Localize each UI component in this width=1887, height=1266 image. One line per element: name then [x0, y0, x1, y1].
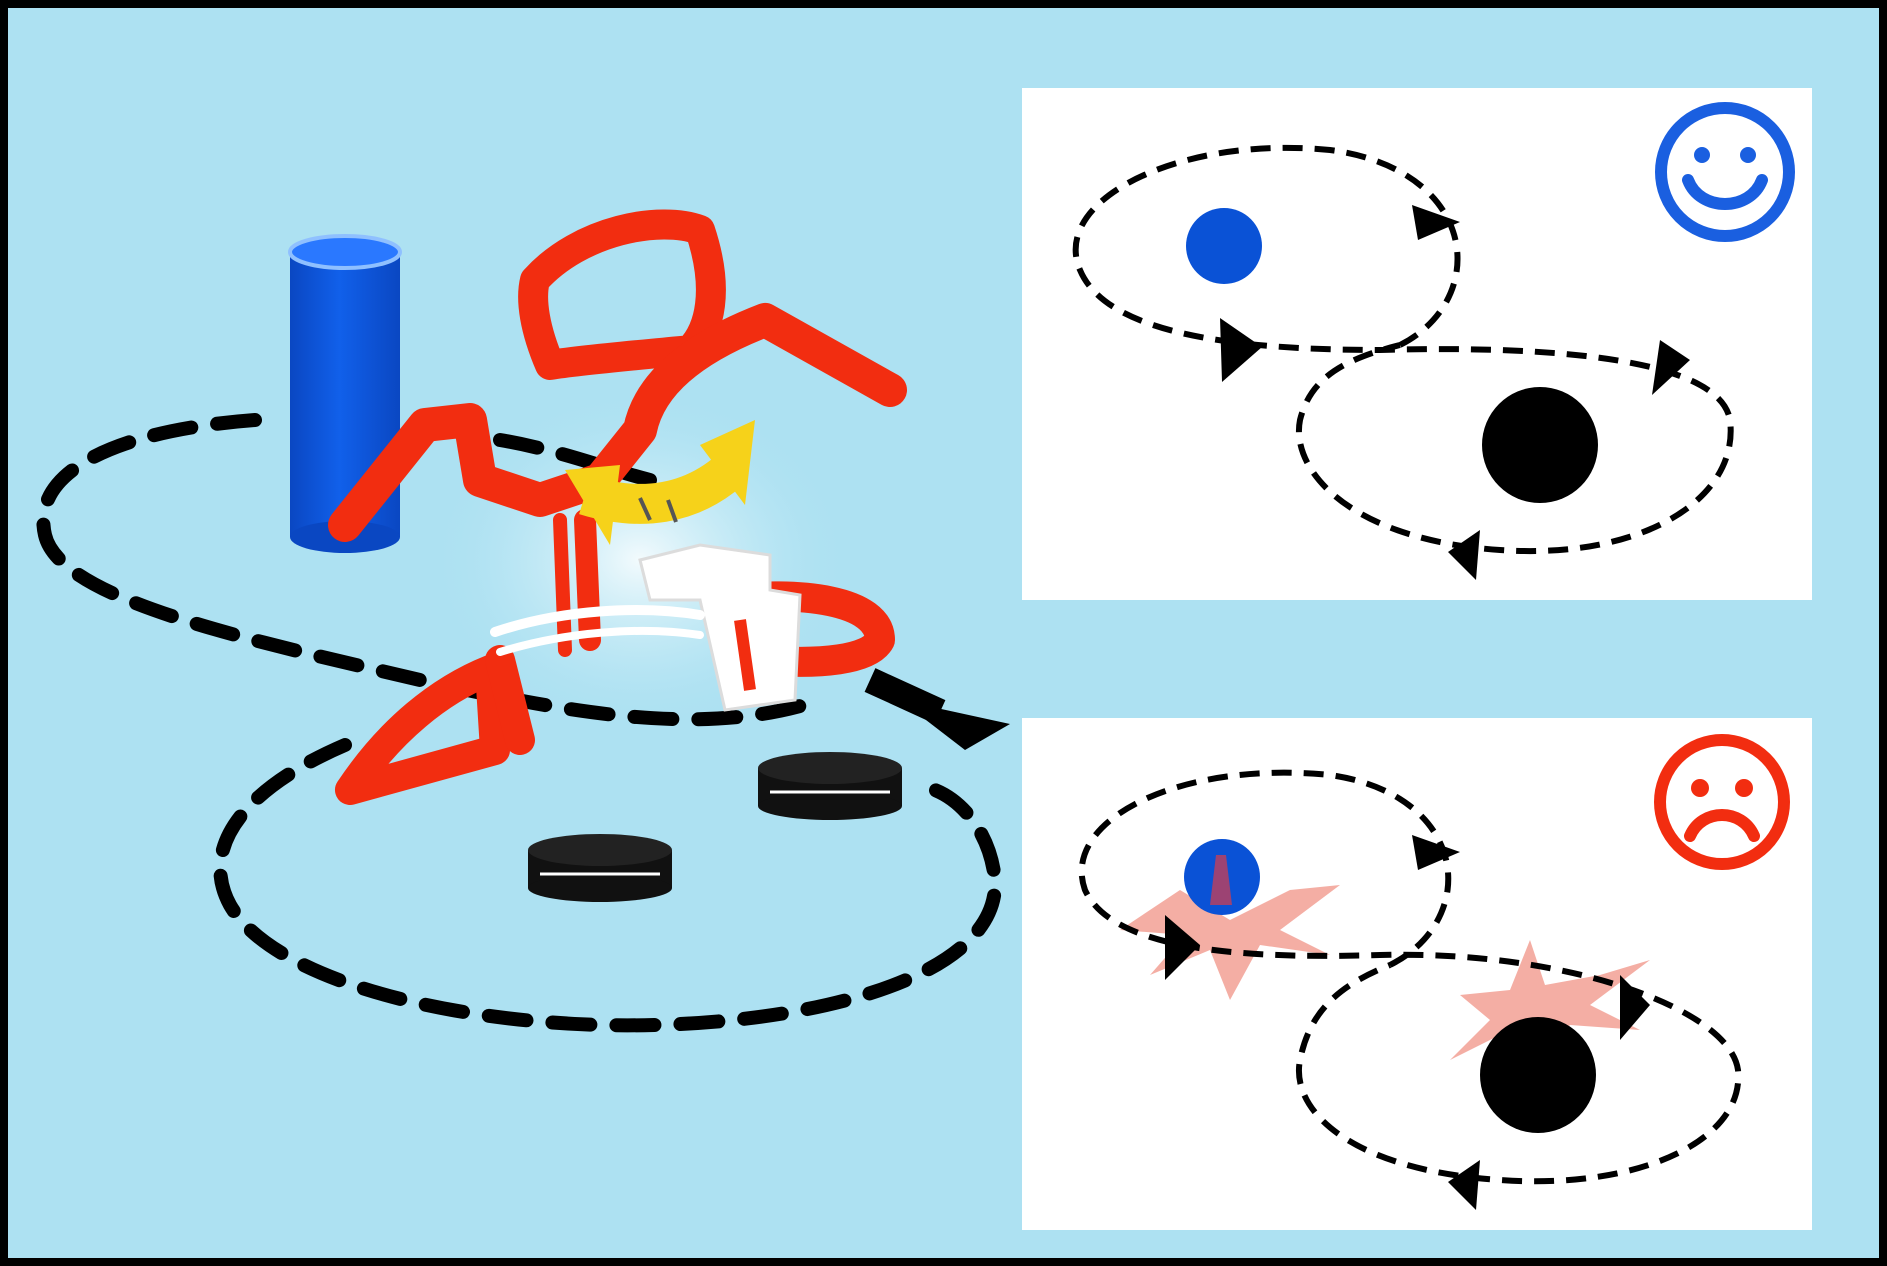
- yellow-double-arrow-icon: [565, 420, 755, 545]
- top-panel: [1022, 88, 1812, 600]
- dashed-path-upper: [36, 413, 827, 727]
- large-body: [1480, 1017, 1596, 1133]
- orbit-arrowhead: [1165, 915, 1200, 980]
- orbit-arrowhead: [1620, 975, 1650, 1040]
- disturbed-orbit-path: [1078, 769, 1742, 1185]
- sad-face-icon: [1654, 734, 1790, 870]
- smooth-orbit-path: [1072, 144, 1734, 555]
- happy-face-icon: [1655, 102, 1795, 242]
- dashed-path-lower: [213, 738, 1003, 1033]
- dashed-path-mid: [493, 433, 657, 487]
- red-structure-icon: [328, 209, 907, 657]
- small-body-tail: [1210, 855, 1232, 905]
- orbit-arrowhead: [1220, 318, 1262, 382]
- bottom-panel: [1022, 718, 1812, 1230]
- orbit-arrowhead: [1412, 835, 1460, 870]
- black-puck-icon: [528, 834, 672, 902]
- black-direction-arrow: [864, 668, 1010, 750]
- orbit-arrowhead: [1412, 205, 1460, 240]
- large-body: [1482, 387, 1598, 503]
- orbit-arrowhead: [1448, 1160, 1480, 1210]
- disturbance-burst-icon: [1120, 885, 1340, 1000]
- disturbance-burst-icon: [1450, 940, 1650, 1060]
- left-scene: [36, 209, 1010, 1033]
- orbit-arrowhead: [1652, 340, 1690, 395]
- black-puck-icon: [758, 752, 902, 820]
- orbit-arrowhead: [1448, 530, 1480, 580]
- small-body: [1186, 208, 1262, 284]
- white-bracket-icon: [490, 543, 802, 712]
